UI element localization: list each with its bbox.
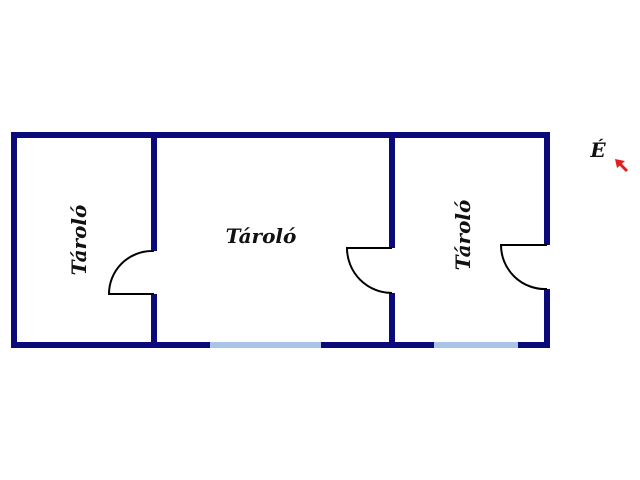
room-label-right: Tároló: [451, 200, 475, 271]
door-swing-middle: [345, 247, 393, 294]
door-openings: [150, 245, 551, 294]
room-label-middle: Tároló: [226, 224, 297, 248]
door-swing-right: [499, 244, 548, 291]
room-label-left: Tároló: [67, 205, 91, 276]
north-label: É: [589, 138, 606, 162]
doors: [107, 244, 548, 295]
door-swing-left: [107, 250, 154, 295]
north-arrow-icon: [615, 159, 629, 173]
